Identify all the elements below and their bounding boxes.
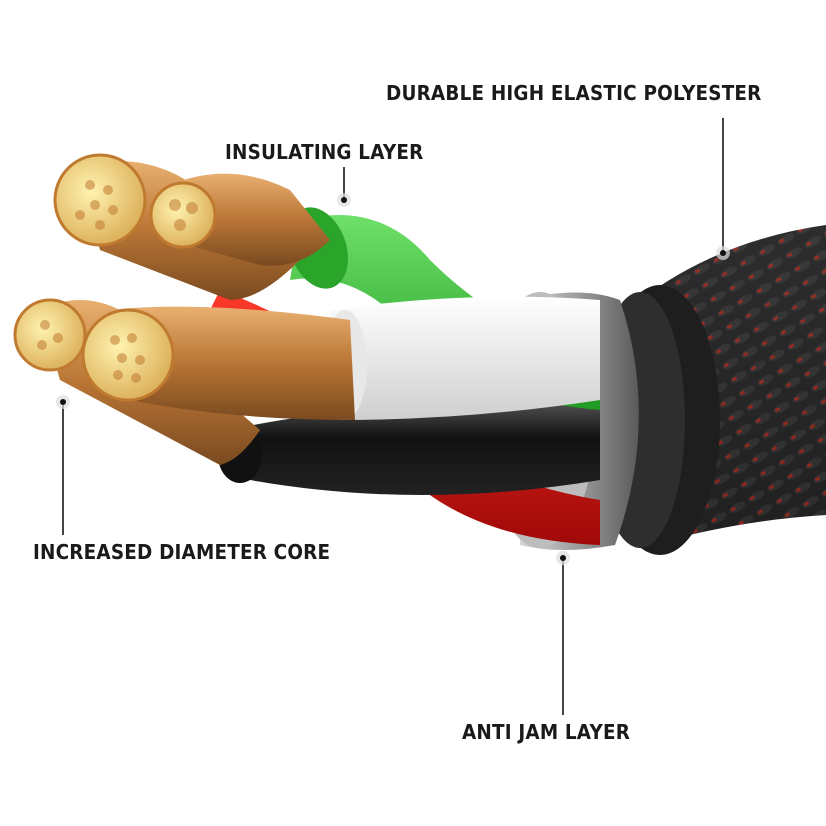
label-increased-diameter-core: INCREASED DIAMETER CORE [33,540,331,564]
leader-dots [56,193,730,565]
white-wire [323,296,600,420]
copper-core-bundles [13,153,355,465]
leader-lines [62,118,724,715]
label-anti-jam-layer: ANTI JAM LAYER [462,720,631,744]
label-durable-polyester: DURABLE HIGH ELASTIC POLYESTER [386,81,762,105]
label-insulating-layer: INSULATING LAYER [225,140,424,164]
